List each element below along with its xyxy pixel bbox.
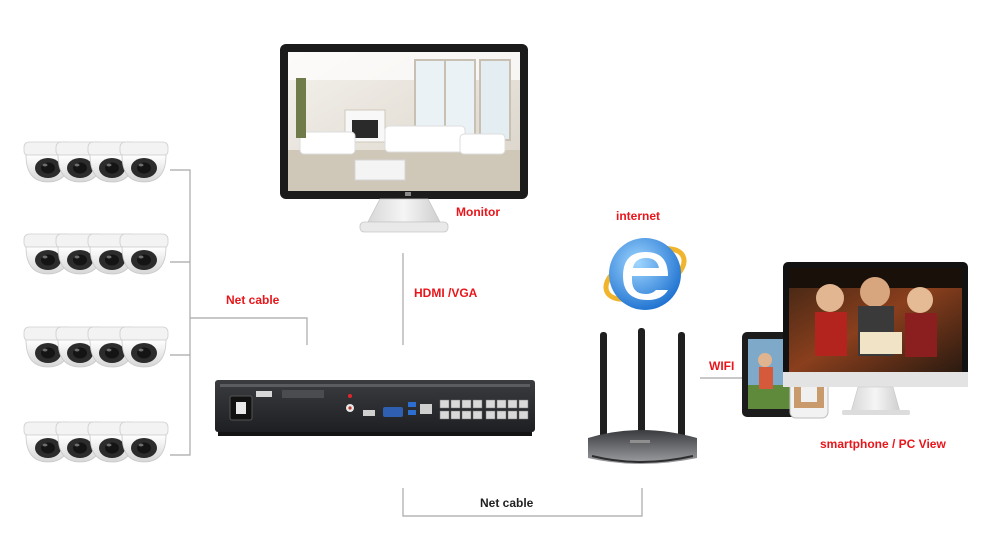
camera-bus-line xyxy=(170,169,191,456)
hdmi-vga-label: HDMI /VGA xyxy=(414,286,478,300)
camera-row-1 xyxy=(23,141,169,183)
nvr-device xyxy=(215,380,535,436)
net-cable-left-label: Net cable xyxy=(226,293,280,307)
pc-monitor-illustration xyxy=(783,262,968,415)
camera-row-2 xyxy=(23,233,169,275)
smartphone-pc-view-label: smartphone / PC View xyxy=(820,437,946,451)
ip-camera-group xyxy=(23,141,169,463)
camera-row-4 xyxy=(23,421,169,463)
monitor-illustration xyxy=(280,44,528,233)
connection-lines xyxy=(170,169,742,517)
net-cable-bottom-label: Net cable xyxy=(480,496,534,510)
internet-label: internet xyxy=(616,209,661,223)
internet-icon xyxy=(603,238,687,310)
monitor-label: Monitor xyxy=(456,205,500,219)
camera-row-3 xyxy=(23,326,169,368)
wifi-router xyxy=(588,328,697,464)
nvr-to-router-line xyxy=(402,488,643,517)
wifi-label: WIFI xyxy=(709,359,735,373)
camera-to-nvr-line xyxy=(190,317,308,345)
